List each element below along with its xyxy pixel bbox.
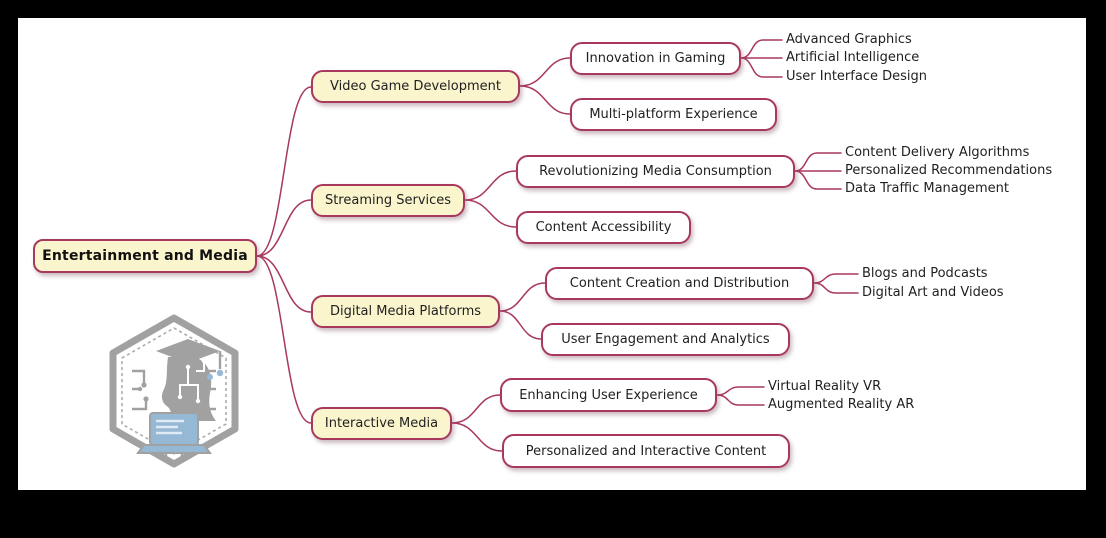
branch-node-digital-media-platforms: Digital Media Platforms	[311, 295, 500, 328]
leaf-artificial-intelligence: Artificial Intelligence	[786, 50, 920, 65]
child-node-revolutionizing-media-consumption: Revolutionizing Media Consumption	[516, 155, 795, 188]
leaf-content-delivery-algorithms: Content Delivery Algorithms	[845, 145, 1030, 160]
leaf-augmented-reality-ar: Augmented Reality AR	[768, 397, 915, 412]
leaf-user-interface-design: User Interface Design	[786, 69, 927, 84]
leaf-digital-art-and-videos: Digital Art and Videos	[862, 285, 1004, 300]
leaf-virtual-reality-vr: Virtual Reality VR	[768, 379, 882, 394]
hexagon-ai-education-logo-icon	[109, 314, 239, 468]
child-node-content-accessibility: Content Accessibility	[516, 211, 691, 244]
child-node-enhancing-user-experience: Enhancing User Experience	[500, 378, 717, 412]
branch-node-video-game-development: Video Game Development	[311, 70, 520, 103]
child-node-innovation-in-gaming: Innovation in Gaming	[570, 42, 741, 75]
branch-node-interactive-media: Interactive Media	[311, 407, 452, 440]
child-node-content-creation-and-distribution: Content Creation and Distribution	[545, 267, 814, 300]
child-node-user-engagement-and-analytics: User Engagement and Analytics	[541, 323, 790, 356]
leaf-personalized-recommendations: Personalized Recommendations	[845, 163, 1053, 178]
branch-node-streaming-services: Streaming Services	[311, 184, 465, 217]
child-node-personalized-and-interactive-content: Personalized and Interactive Content	[502, 434, 790, 468]
leaf-blogs-and-podcasts: Blogs and Podcasts	[862, 266, 988, 281]
leaf-data-traffic-management: Data Traffic Management	[845, 181, 1009, 196]
leaf-advanced-graphics: Advanced Graphics	[786, 32, 912, 47]
root-node-entertainment-and-media: Entertainment and Media	[33, 239, 257, 273]
child-node-multi-platform-experience: Multi-platform Experience	[570, 98, 777, 131]
